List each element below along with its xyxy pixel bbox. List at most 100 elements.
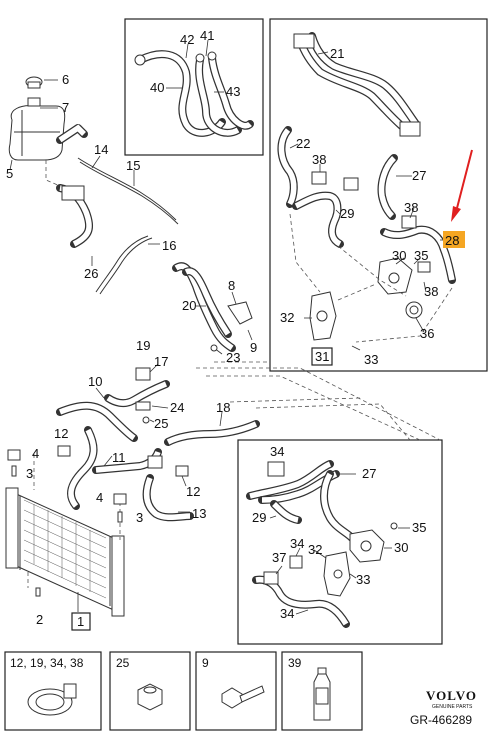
highlight-28 [443, 231, 465, 248]
label-28: 28 [445, 233, 459, 248]
label-13: 13 [192, 506, 206, 521]
label-21: 21 [330, 46, 344, 61]
label-38-lower: 38 [424, 284, 438, 299]
bolt-icon [221, 685, 265, 709]
label-11: 11 [112, 450, 126, 465]
label-23: 23 [226, 350, 240, 365]
label-14: 14 [94, 142, 108, 157]
hose-group-20 [172, 262, 253, 355]
spacer-icon [137, 683, 163, 711]
label-7: 7 [62, 100, 69, 115]
bracket-4-left [7, 449, 21, 461]
clamp-38-mid [401, 215, 417, 229]
legend-bolt-label: 9 [202, 656, 209, 670]
label-36: 36 [420, 326, 434, 341]
legend-box-spacer [109, 651, 191, 731]
hose-group-40-43 [134, 39, 254, 137]
label-6: 6 [62, 72, 69, 87]
inset-frame-hose-40-43 [124, 18, 264, 156]
label-9: 9 [250, 340, 257, 355]
clamp-19 [135, 367, 151, 381]
hose-group-10-17 [56, 363, 260, 522]
highlight-arrow [451, 149, 473, 222]
label-38-mid: 38 [404, 200, 418, 215]
label-29-lower: 29 [252, 510, 266, 525]
label-33-lower: 33 [356, 572, 370, 587]
radiator [5, 454, 125, 617]
clamp-38-lower [417, 261, 431, 273]
label-31: 31 [315, 349, 329, 364]
label-4-right: 4 [96, 490, 103, 505]
bolt-2 [35, 587, 41, 597]
label-41: 41 [200, 28, 214, 43]
label-27-upper: 27 [412, 168, 426, 183]
label-30-upper: 30 [392, 248, 406, 263]
clamp-12-left [57, 445, 71, 457]
label-20: 20 [182, 298, 196, 313]
label-1-box [71, 612, 91, 631]
label-3-right: 3 [136, 510, 143, 525]
label-34-mid: 34 [290, 536, 304, 551]
label-22: 22 [296, 136, 310, 151]
label-42: 42 [180, 32, 194, 47]
label-38-upper: 38 [312, 152, 326, 167]
label-10: 10 [88, 374, 102, 389]
label-35-upper: 35 [414, 248, 428, 263]
inset-frame-lower-right [237, 439, 443, 645]
label-12-right: 12 [186, 484, 200, 499]
label-25: 25 [154, 416, 168, 431]
label-34-lower: 34 [280, 606, 294, 621]
label-29-upper: 29 [340, 206, 354, 221]
label-19: 19 [136, 338, 150, 353]
small-parts-left [7, 449, 127, 597]
label-32-upper: 32 [280, 310, 294, 325]
clamp-38-upper [311, 171, 327, 185]
legend: 12, 19, 34, 38 25 9 39 [4, 651, 363, 731]
legend-coolant-label: 39 [288, 656, 302, 670]
hose-group-14-16 [56, 155, 179, 295]
label-5: 5 [6, 166, 13, 181]
label-43: 43 [226, 84, 240, 99]
legend-box-coolant [281, 651, 363, 731]
bracket-4-right [113, 493, 127, 505]
brand-block: VOLVO GENUINE PARTS GR-466289 [410, 688, 477, 727]
clamp-34-mid [289, 555, 303, 569]
bolt-3-right [117, 511, 123, 523]
clamp-icon [27, 683, 77, 716]
inset-frame-upper-right [269, 18, 488, 372]
callout-labels: 42 41 40 43 6 7 5 14 15 16 26 8 20 9 23 … [6, 28, 459, 631]
label-1: 1 [77, 614, 84, 629]
label-18: 18 [216, 400, 230, 415]
bolt-3-left [11, 465, 17, 477]
label-34-upper: 34 [270, 444, 284, 459]
diagram-reference: GR-466289 [410, 713, 472, 727]
legend-box-clamps [4, 651, 102, 731]
label-27-lower: 27 [362, 466, 376, 481]
label-37: 37 [272, 550, 286, 565]
label-32-lower: 32 [308, 542, 322, 557]
label-17: 17 [154, 354, 168, 369]
coolant-bottle-icon [313, 667, 331, 721]
dashed-guides [196, 361, 441, 441]
label-26: 26 [84, 266, 98, 281]
label-24: 24 [170, 400, 184, 415]
clamp-12-right [175, 465, 189, 477]
legend-box-bolt [195, 651, 277, 731]
legend-spacer-label: 25 [116, 656, 130, 670]
hose-group-upper-right [277, 32, 456, 351]
label-8: 8 [228, 278, 235, 293]
label-40: 40 [150, 80, 164, 95]
label-12-left: 12 [54, 426, 68, 441]
label-33-upper: 33 [364, 352, 378, 367]
bracket-8 [227, 301, 253, 325]
label-4-left: 4 [32, 446, 39, 461]
expansion-tank [8, 76, 88, 187]
clamp-34-upper [267, 461, 285, 477]
clamp-37 [263, 571, 279, 585]
label-2: 2 [36, 612, 43, 627]
brand-name: VOLVO [426, 688, 477, 703]
label-3-left: 3 [26, 466, 33, 481]
label-35-lower: 35 [412, 520, 426, 535]
hose-group-lower-right [246, 460, 410, 628]
